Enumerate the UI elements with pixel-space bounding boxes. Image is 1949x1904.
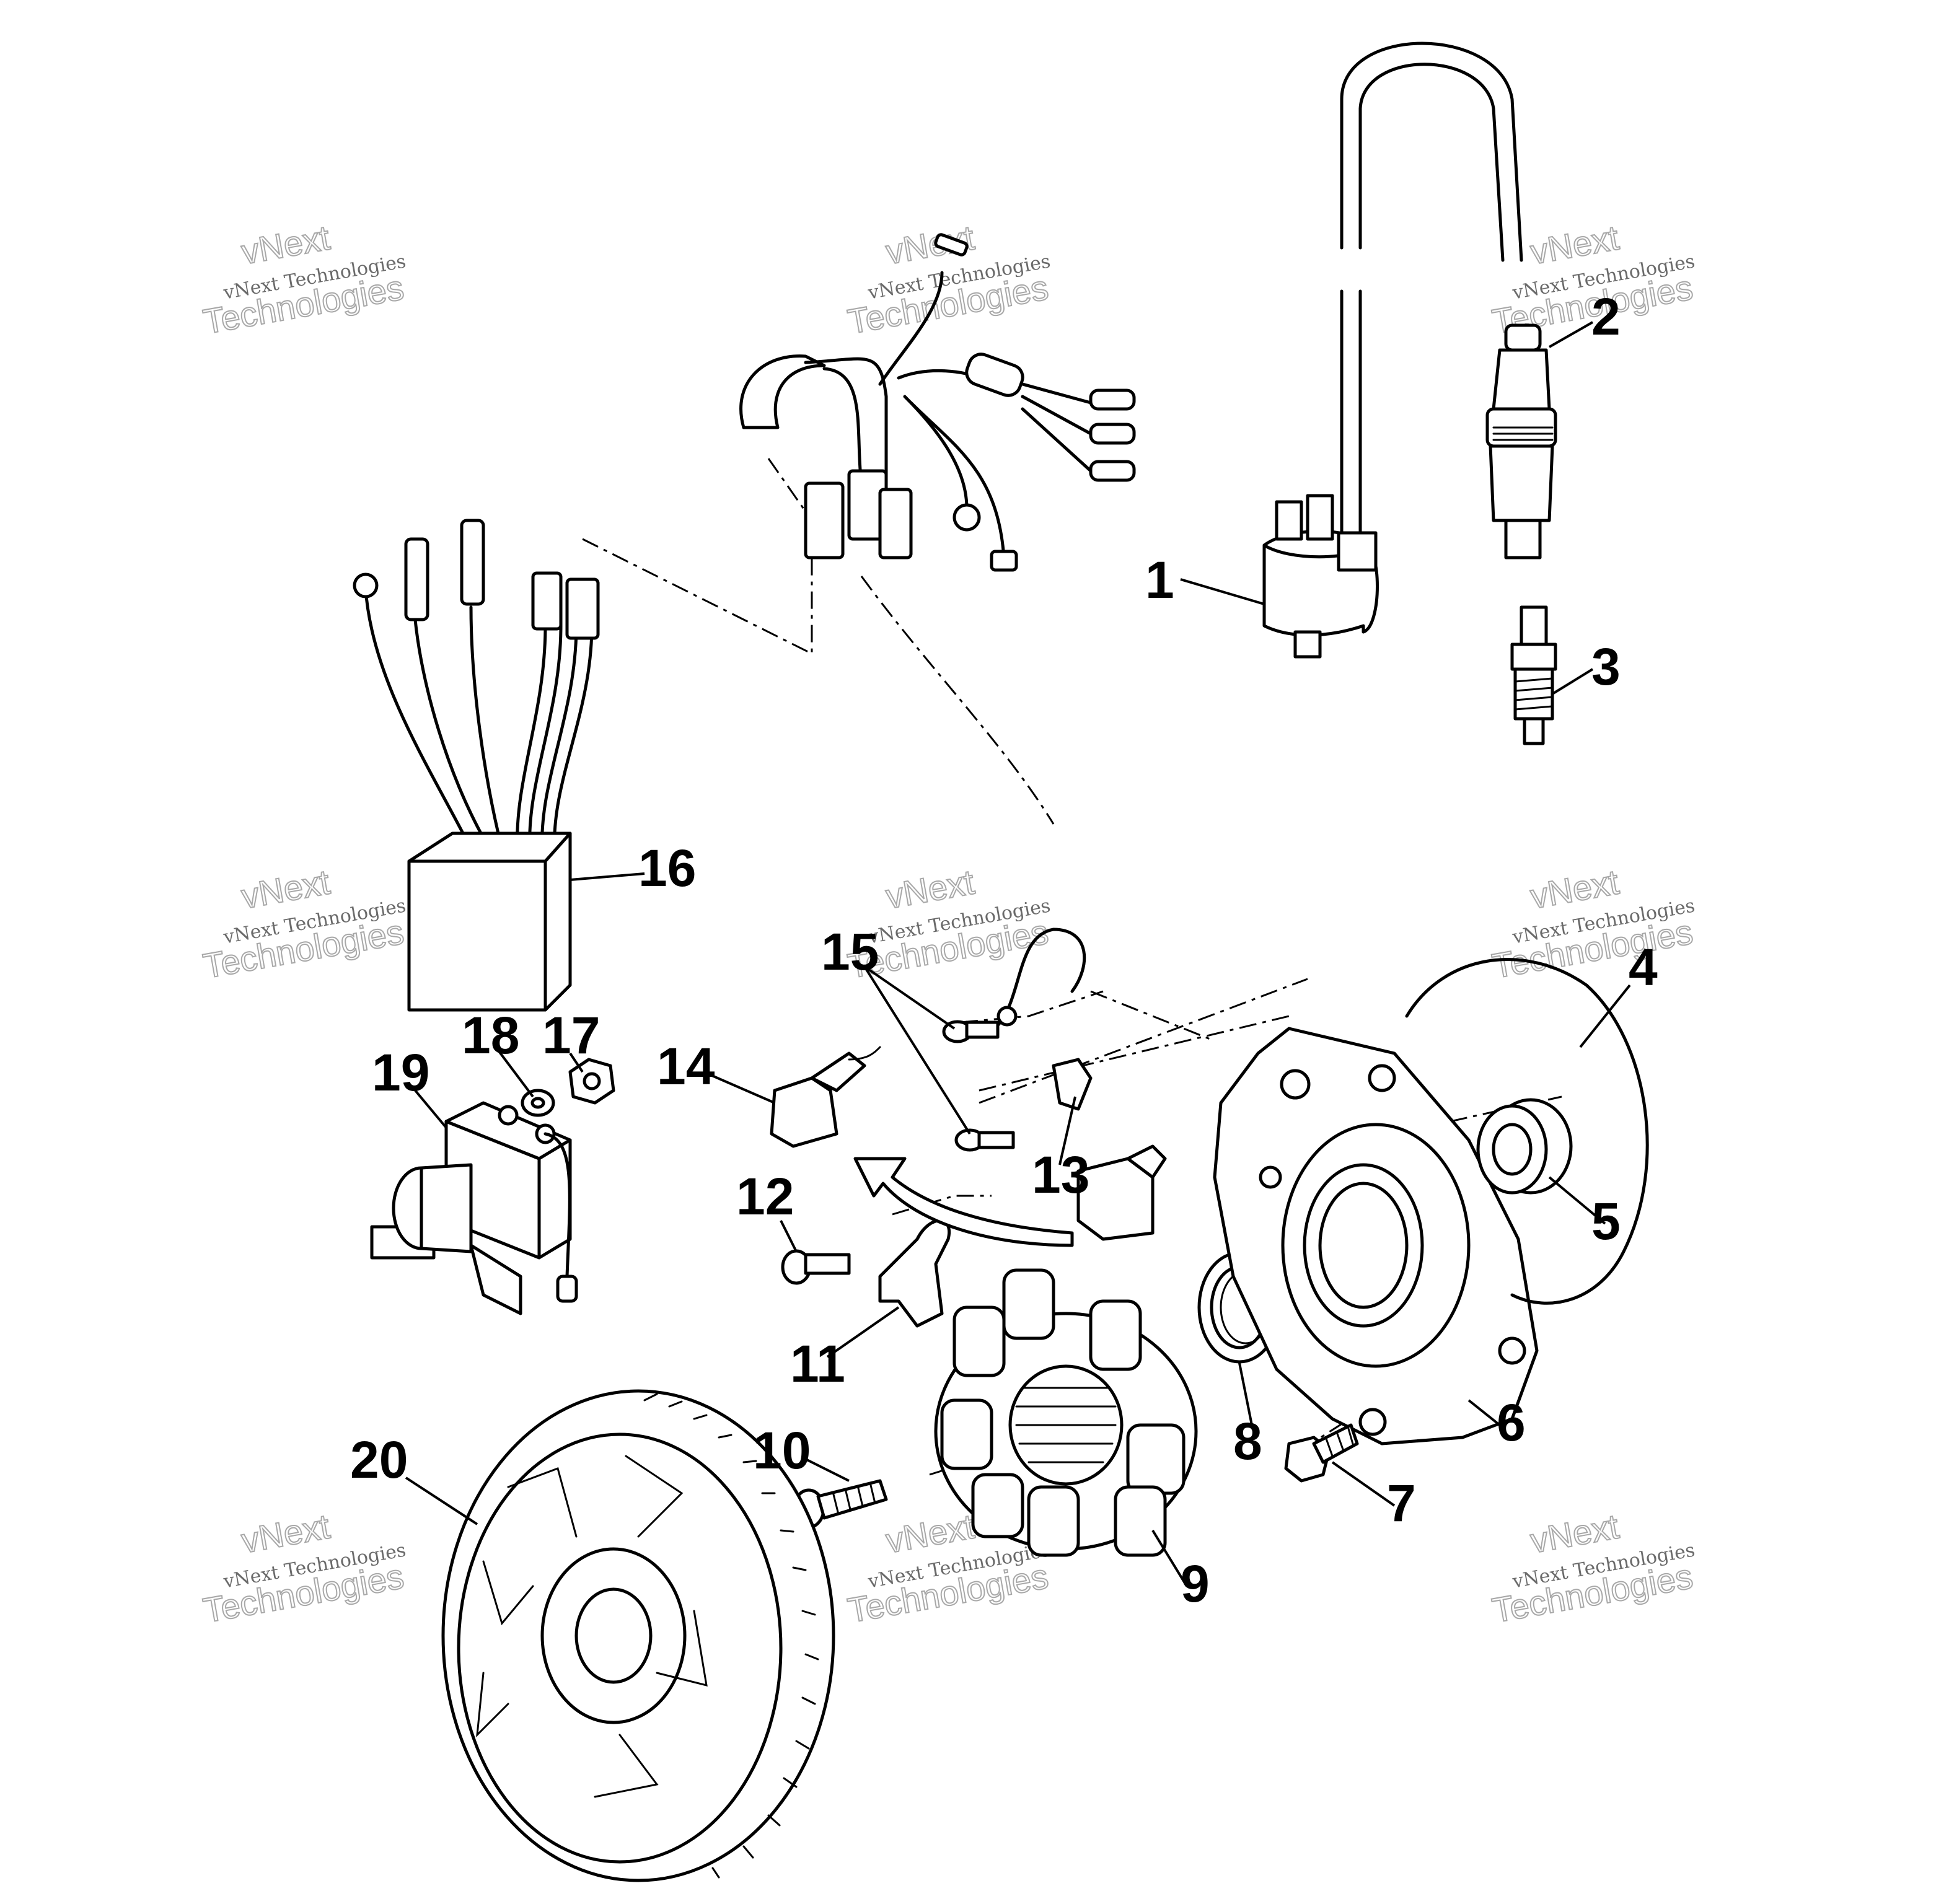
watermark-mid-left: vNext vNext Technologies Technologies [200,861,407,986]
wiring-harness [739,233,1136,572]
callout-19: 19 [372,1043,429,1102]
callout-3: 3 [1591,638,1621,696]
callout-labels: 1 2 3 4 5 6 7 8 9 10 11 12 13 14 15 16 1… [350,287,1658,1613]
leader-lines [405,321,1631,1587]
callout-6: 6 [1497,1393,1526,1452]
callout-4: 4 [1629,938,1658,996]
watermark-top-center: vNext vNext Technologies Technologies [844,217,1052,341]
watermark-bottom-left: vNext vNext Technologies Technologies [200,1506,407,1630]
nut-17 [568,1058,615,1105]
callout-7: 7 [1387,1474,1416,1532]
pickup-coil [1052,1058,1167,1241]
svg-text:vNext: vNext [1528,862,1622,916]
svg-text:vNext: vNext [239,1506,333,1560]
svg-text:vNext: vNext [883,1506,977,1560]
callout-14: 14 [657,1037,715,1095]
callout-10: 10 [753,1421,811,1480]
svg-text:vNext: vNext [1528,217,1622,271]
gasket-ring [1405,958,1649,1305]
wire-clamp [878,1219,951,1328]
callout-20: 20 [350,1431,408,1489]
callout-11: 11 [790,1335,845,1393]
watermark-mid-right: vNext vNext Technologies Technologies [1489,861,1696,986]
watermark-bottom-right: vNext vNext Technologies Technologies [1489,1506,1696,1630]
callout-13: 13 [1032,1146,1089,1204]
callout-18: 18 [462,1006,519,1064]
stator [934,1268,1198,1557]
bolt-7 [1284,1423,1359,1483]
callout-15: 15 [821,923,879,981]
callout-1: 1 [1145,551,1174,609]
ignition-coil [1262,42,1523,659]
svg-text:vNext: vNext [239,862,333,916]
callout-8: 8 [1233,1412,1262,1470]
bearing [1476,1098,1573,1195]
svg-text:vNext: vNext [1528,1506,1622,1560]
starter-solenoid [370,1101,578,1315]
watermark-top-right: vNext vNext Technologies Technologies [1489,217,1696,341]
flywheel [441,1389,835,1882]
spark-plug [1510,605,1557,745]
cdi-module [353,519,600,1012]
svg-text:vNext: vNext [883,862,977,916]
magneto-housing [1213,1027,1539,1446]
direction-arrow [853,1157,1074,1247]
callout-5: 5 [1591,1192,1621,1250]
screw-12 [781,1249,851,1285]
callout-9: 9 [1181,1555,1210,1613]
watermark-top-left: vNext vNext Technologies Technologies [200,217,407,341]
callout-2: 2 [1591,287,1621,346]
callout-17: 17 [542,1006,600,1064]
svg-text:vNext: vNext [239,217,333,271]
callout-16: 16 [638,839,696,897]
pulser-coil [770,1046,881,1148]
spark-plug-cap [1485,323,1557,559]
callout-12: 12 [736,1167,794,1226]
screw-15-lower [954,1128,1015,1152]
washer-18 [521,1089,555,1117]
